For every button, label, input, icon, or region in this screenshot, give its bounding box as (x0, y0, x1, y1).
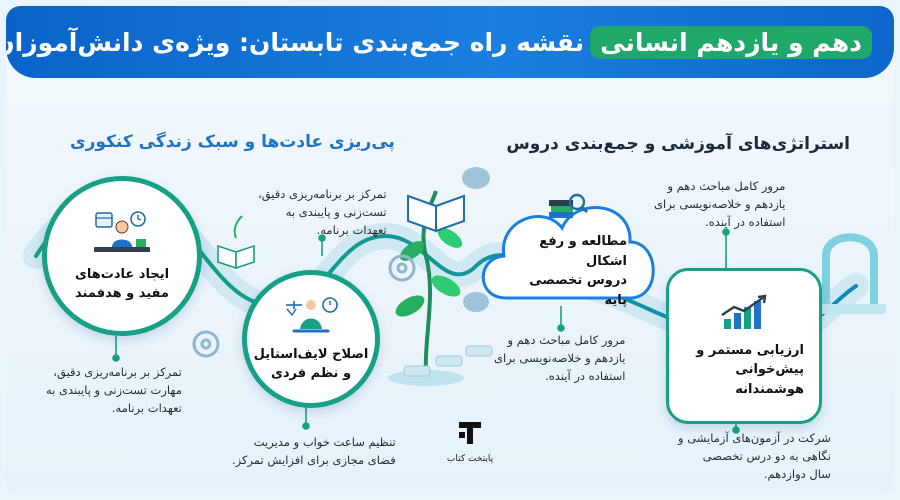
desc-bottom-middle-left: تنظیم ساعت خواب و مدیریت فضای مجازی برای… (232, 435, 396, 467)
desc-top-middle: تمرکز بر برنامه‌ریزی دقیق، تست‌زنی و پای… (258, 187, 387, 237)
small-book-icon (217, 215, 255, 270)
cloud-shape (481, 206, 655, 300)
open-book-icon (407, 194, 465, 233)
section-title-habits: پی‌ریزی عادت‌ها و سبک زندگی کنکوری (70, 132, 395, 152)
node-study: مطالعه و رفع اشکال دروس تخصصی پایه (482, 193, 652, 308)
infographic-frame: نقشه راه جمع‌بندی تابستان: ویژه‌ی دانش‌آ… (6, 6, 894, 494)
desc-middle-right: مرور کامل مباحث دهم و یازدهم و خلاصه‌نوی… (494, 333, 626, 383)
desc-bottom-left: تمرکز بر برنامه‌ریزی دقیق، مهارت تست‌زنی… (46, 365, 182, 415)
node-lifestyle: اصلاح لایف‌استایل و نظم فردی (242, 270, 380, 408)
node-habits-label: ایجاد عادت‌های مفید و هدفمند (74, 266, 170, 302)
title-main: نقشه راه جمع‌بندی تابستان: ویژه‌ی دانش‌آ… (6, 27, 585, 57)
meditation-person-icon (282, 295, 340, 339)
page-title: نقشه راه جمع‌بندی تابستان: ویژه‌ی دانش‌آ… (6, 20, 872, 64)
stepping-stones (403, 345, 493, 377)
publisher-logo: پایتخت کتاب (438, 418, 502, 464)
publisher-logo-text: پایتخت کتاب (446, 454, 494, 464)
brain-icon (462, 167, 490, 312)
title-highlight: دهم و یازدهم انسانی (590, 25, 872, 59)
section-title-strategies: استراتژی‌های آموزشی و جمع‌بندی دروس (506, 134, 850, 154)
node-lifestyle-label: اصلاح لایف‌استایل و نظم فردی (253, 346, 369, 382)
node-study-label: مطالعه و رفع اشکال دروس تخصصی پایه (529, 234, 627, 308)
node-habits: ایجاد عادت‌های مفید و هدفمند (42, 176, 202, 336)
books-search-icon (545, 190, 589, 226)
arch-gate-icon (816, 233, 886, 314)
desc-top-right: مرور کامل مباحث دهم و یازدهم و خلاصه‌نوی… (654, 179, 786, 229)
gear-icon (192, 254, 416, 358)
node-evaluate-label: ارزیابی مستمر و پیش‌خوانی هوشمندانه (696, 342, 804, 397)
desc-bottom-right: شرکت در آزمون‌های آزمایشی و نگاهی به دو … (678, 431, 831, 481)
student-desk-icon (90, 209, 154, 259)
growth-chart-icon (718, 293, 770, 335)
node-evaluate: ارزیابی مستمر و پیش‌خوانی هوشمندانه (666, 268, 822, 424)
paytakht-logo-icon (459, 422, 481, 444)
